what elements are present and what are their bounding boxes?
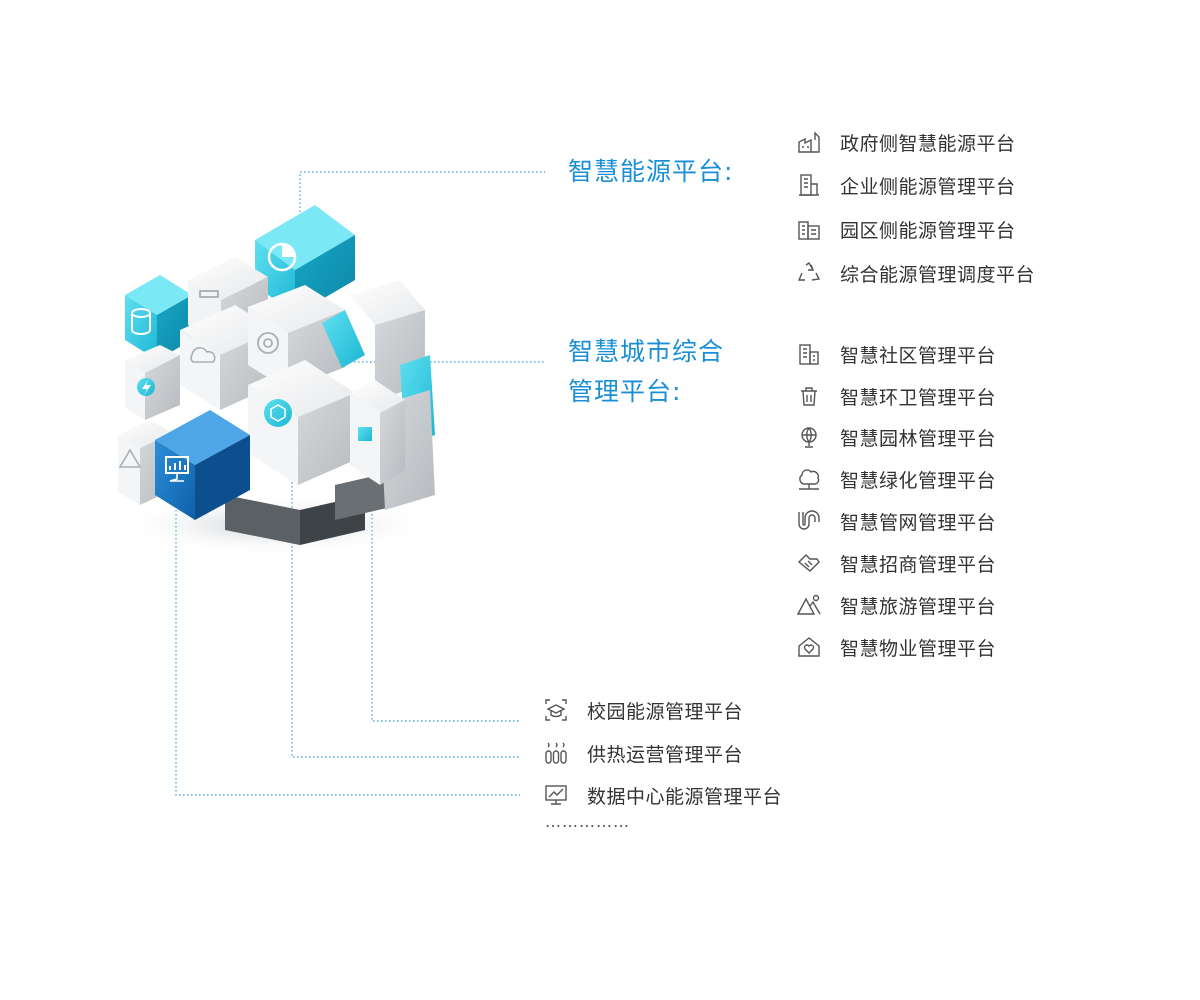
- router-icon: [199, 290, 219, 298]
- trash-bin-icon: [796, 383, 822, 409]
- cube-bottom-row: [225, 470, 400, 545]
- cloud-icon: [190, 347, 216, 363]
- more-ellipsis: ……………: [545, 812, 630, 831]
- community-icon: [796, 341, 822, 367]
- list-item[interactable]: 智慧园林管理平台: [796, 422, 996, 452]
- office-buildings-icon: [796, 216, 822, 242]
- trees-icon: [796, 466, 822, 492]
- list-item[interactable]: 校园能源管理平台: [543, 695, 743, 725]
- globe-icon: [796, 424, 822, 450]
- cube-front-white: [248, 360, 405, 485]
- list-item[interactable]: 企业侧能源管理平台: [796, 170, 1016, 200]
- list-item[interactable]: 智慧绿化管理平台: [796, 464, 996, 494]
- list-item[interactable]: 智慧旅游管理平台: [796, 590, 996, 620]
- list-item[interactable]: 园区侧能源管理平台: [796, 214, 1016, 244]
- list-item[interactable]: 智慧物业管理平台: [796, 632, 996, 662]
- radiator-icon: [543, 740, 569, 766]
- pipe-icon: [796, 508, 822, 534]
- handshake-icon: [796, 550, 822, 576]
- cube-front-blue: [155, 410, 250, 520]
- list-item[interactable]: 智慧管网管理平台: [796, 506, 996, 536]
- rubiks-cube-illustration: [100, 195, 460, 565]
- grid-icon: [358, 427, 372, 441]
- list-item[interactable]: 智慧招商管理平台: [796, 548, 996, 578]
- mountain-icon: [796, 592, 822, 618]
- city-platform-heading: 智慧城市综合 管理平台:: [568, 337, 725, 406]
- factory-icon: [796, 129, 822, 155]
- cube-left-column: [118, 345, 180, 505]
- warning-icon: [118, 448, 142, 468]
- home-heart-icon: [796, 634, 822, 660]
- list-item[interactable]: 智慧社区管理平台: [796, 339, 996, 369]
- recycle-icon: [796, 260, 822, 286]
- graduation-cap-icon: [543, 697, 569, 723]
- list-item[interactable]: 智慧环卫管理平台: [796, 381, 996, 411]
- list-item[interactable]: 供热运营管理平台: [543, 738, 743, 768]
- gear-icon: [257, 332, 279, 354]
- list-item[interactable]: 政府侧智慧能源平台: [796, 127, 1016, 157]
- box-icon: [264, 399, 292, 427]
- building-icon: [796, 172, 822, 198]
- energy-platform-heading: 智慧能源平台:: [568, 157, 734, 186]
- list-item[interactable]: 综合能源管理调度平台: [796, 258, 1035, 288]
- monitor-chart-icon: [543, 782, 569, 808]
- list-item[interactable]: 数据中心能源管理平台: [543, 780, 782, 810]
